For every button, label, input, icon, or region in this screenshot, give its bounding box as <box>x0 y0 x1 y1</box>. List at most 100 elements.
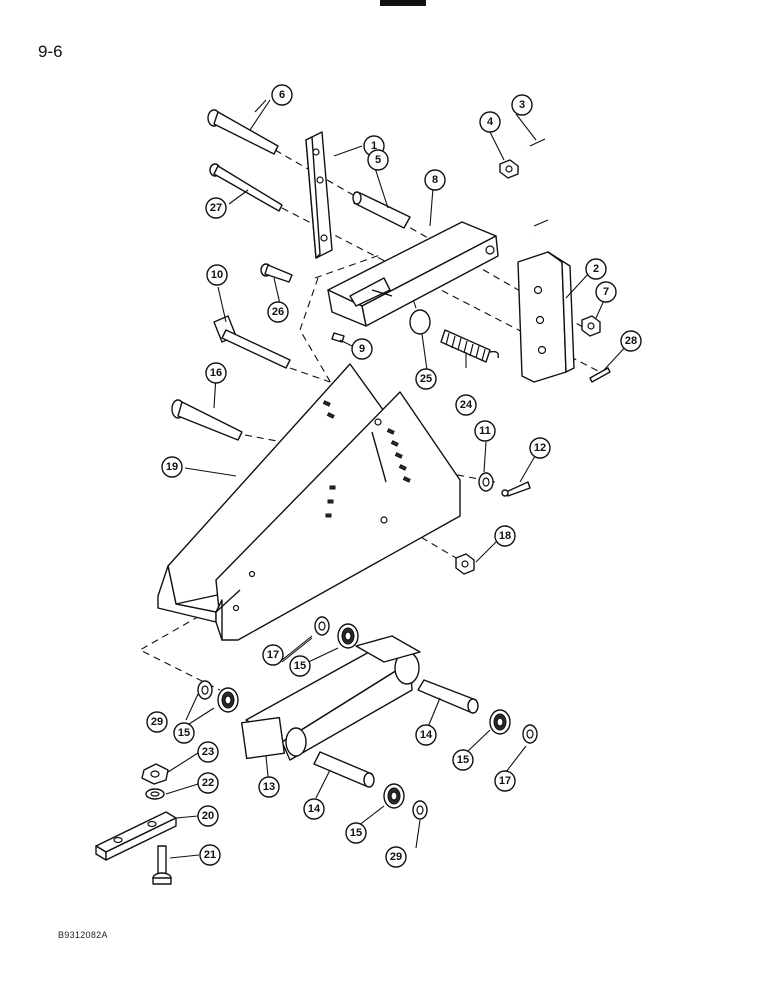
svg-text:19: 19 <box>166 461 178 473</box>
svg-text:9: 9 <box>359 343 365 355</box>
washer-17-right <box>522 724 538 744</box>
callout-7: 7 <box>595 281 617 303</box>
callout-12: 12 <box>529 437 551 459</box>
washer-11 <box>478 472 494 492</box>
callout-13: 13 <box>258 776 280 798</box>
ubolt-3 <box>527 118 597 238</box>
washer-29-upper <box>197 680 213 700</box>
svg-text:10: 10 <box>211 269 223 281</box>
lockwasher-22 <box>145 788 165 800</box>
spacer-5 <box>352 191 411 229</box>
callout-22: 22 <box>197 772 219 794</box>
svg-text:22: 22 <box>202 777 214 789</box>
leader-lines <box>165 99 629 859</box>
svg-text:14: 14 <box>308 803 321 815</box>
bearing-15-upper <box>337 623 359 649</box>
svg-text:6: 6 <box>279 89 285 101</box>
svg-text:26: 26 <box>272 306 284 318</box>
callout-24: 24 <box>455 394 477 416</box>
tbolt-10 <box>213 315 291 369</box>
callout-2: 2 <box>585 258 607 280</box>
callout-15-upper: 15 <box>289 655 311 677</box>
callout-8: 8 <box>424 169 446 191</box>
mount-plate-2 <box>517 251 575 383</box>
svg-text:3: 3 <box>519 99 525 111</box>
svg-text:15: 15 <box>457 754 469 766</box>
svg-text:20: 20 <box>202 810 214 822</box>
svg-text:17: 17 <box>267 649 279 661</box>
bolt-16 <box>171 399 243 441</box>
shaft-14-bottom <box>313 751 375 788</box>
svg-text:1: 1 <box>371 140 377 152</box>
svg-text:21: 21 <box>204 849 216 861</box>
svg-text:27: 27 <box>210 202 222 214</box>
svg-text:12: 12 <box>534 442 546 454</box>
washer-17-upper <box>314 616 330 636</box>
svg-text:28: 28 <box>625 335 637 347</box>
callout-18: 18 <box>494 525 516 547</box>
header-mark <box>380 0 426 6</box>
svg-text:15: 15 <box>178 727 190 739</box>
callout-29-bottom: 29 <box>385 846 407 868</box>
pin-27 <box>209 163 283 212</box>
svg-text:17: 17 <box>499 775 511 787</box>
callout-3: 3 <box>511 94 533 116</box>
svg-text:29: 29 <box>151 716 163 728</box>
callout-17-right: 17 <box>494 770 516 792</box>
callout-21: 21 <box>199 844 221 866</box>
page-number: 9-6 <box>38 42 63 61</box>
callout-17-upper: 17 <box>262 644 284 666</box>
callout-29-upper: 29 <box>146 711 168 733</box>
washer-29-bottom <box>412 800 428 820</box>
callout-14-bottom: 14 <box>303 798 325 820</box>
bearing-15-right <box>489 709 511 735</box>
callout-28: 28 <box>620 330 642 352</box>
svg-text:2: 2 <box>593 263 599 275</box>
callout-16: 16 <box>205 362 227 384</box>
nut-4 <box>499 159 519 179</box>
cotter-12 <box>501 481 531 497</box>
strap-plate-1 <box>305 131 333 259</box>
bolt-26 <box>260 263 293 283</box>
svg-text:29: 29 <box>390 851 402 863</box>
callout-20: 20 <box>197 805 219 827</box>
callout-23: 23 <box>197 741 219 763</box>
bracket-8 <box>327 221 499 327</box>
callout-9: 9 <box>351 338 373 360</box>
svg-text:11: 11 <box>479 425 491 437</box>
callout-27: 27 <box>205 197 227 219</box>
callout-25: 25 <box>415 368 437 390</box>
svg-text:13: 13 <box>263 781 275 793</box>
frame-19 <box>157 363 461 641</box>
svg-text:4: 4 <box>487 116 494 128</box>
svg-text:23: 23 <box>202 746 214 758</box>
svg-text:15: 15 <box>294 660 306 672</box>
callout-15-bottom: 15 <box>345 822 367 844</box>
bearing-15-left <box>217 687 239 713</box>
callout-19: 19 <box>161 456 183 478</box>
svg-text:5: 5 <box>375 154 381 166</box>
svg-text:8: 8 <box>432 174 438 186</box>
callout-10: 10 <box>206 264 228 286</box>
shaft-14-right <box>417 679 479 714</box>
nut-7 <box>581 315 601 337</box>
svg-text:15: 15 <box>350 827 362 839</box>
callout-15-right: 15 <box>452 749 474 771</box>
svg-text:25: 25 <box>420 373 432 385</box>
nut-23 <box>141 763 169 785</box>
nut-18 <box>455 553 475 575</box>
svg-text:14: 14 <box>420 729 433 741</box>
housing-13 <box>240 635 421 761</box>
figure-code: B9312082A <box>58 930 108 940</box>
setscrew-9 <box>331 332 345 343</box>
washer-25 <box>409 309 431 335</box>
svg-text:16: 16 <box>210 367 222 379</box>
svg-text:24: 24 <box>460 399 473 411</box>
callout-6: 6 <box>271 84 293 106</box>
cotter-28 <box>589 367 611 383</box>
callout-4: 4 <box>479 111 501 133</box>
callout-26: 26 <box>267 301 289 323</box>
bearing-15-bottom <box>383 783 405 809</box>
